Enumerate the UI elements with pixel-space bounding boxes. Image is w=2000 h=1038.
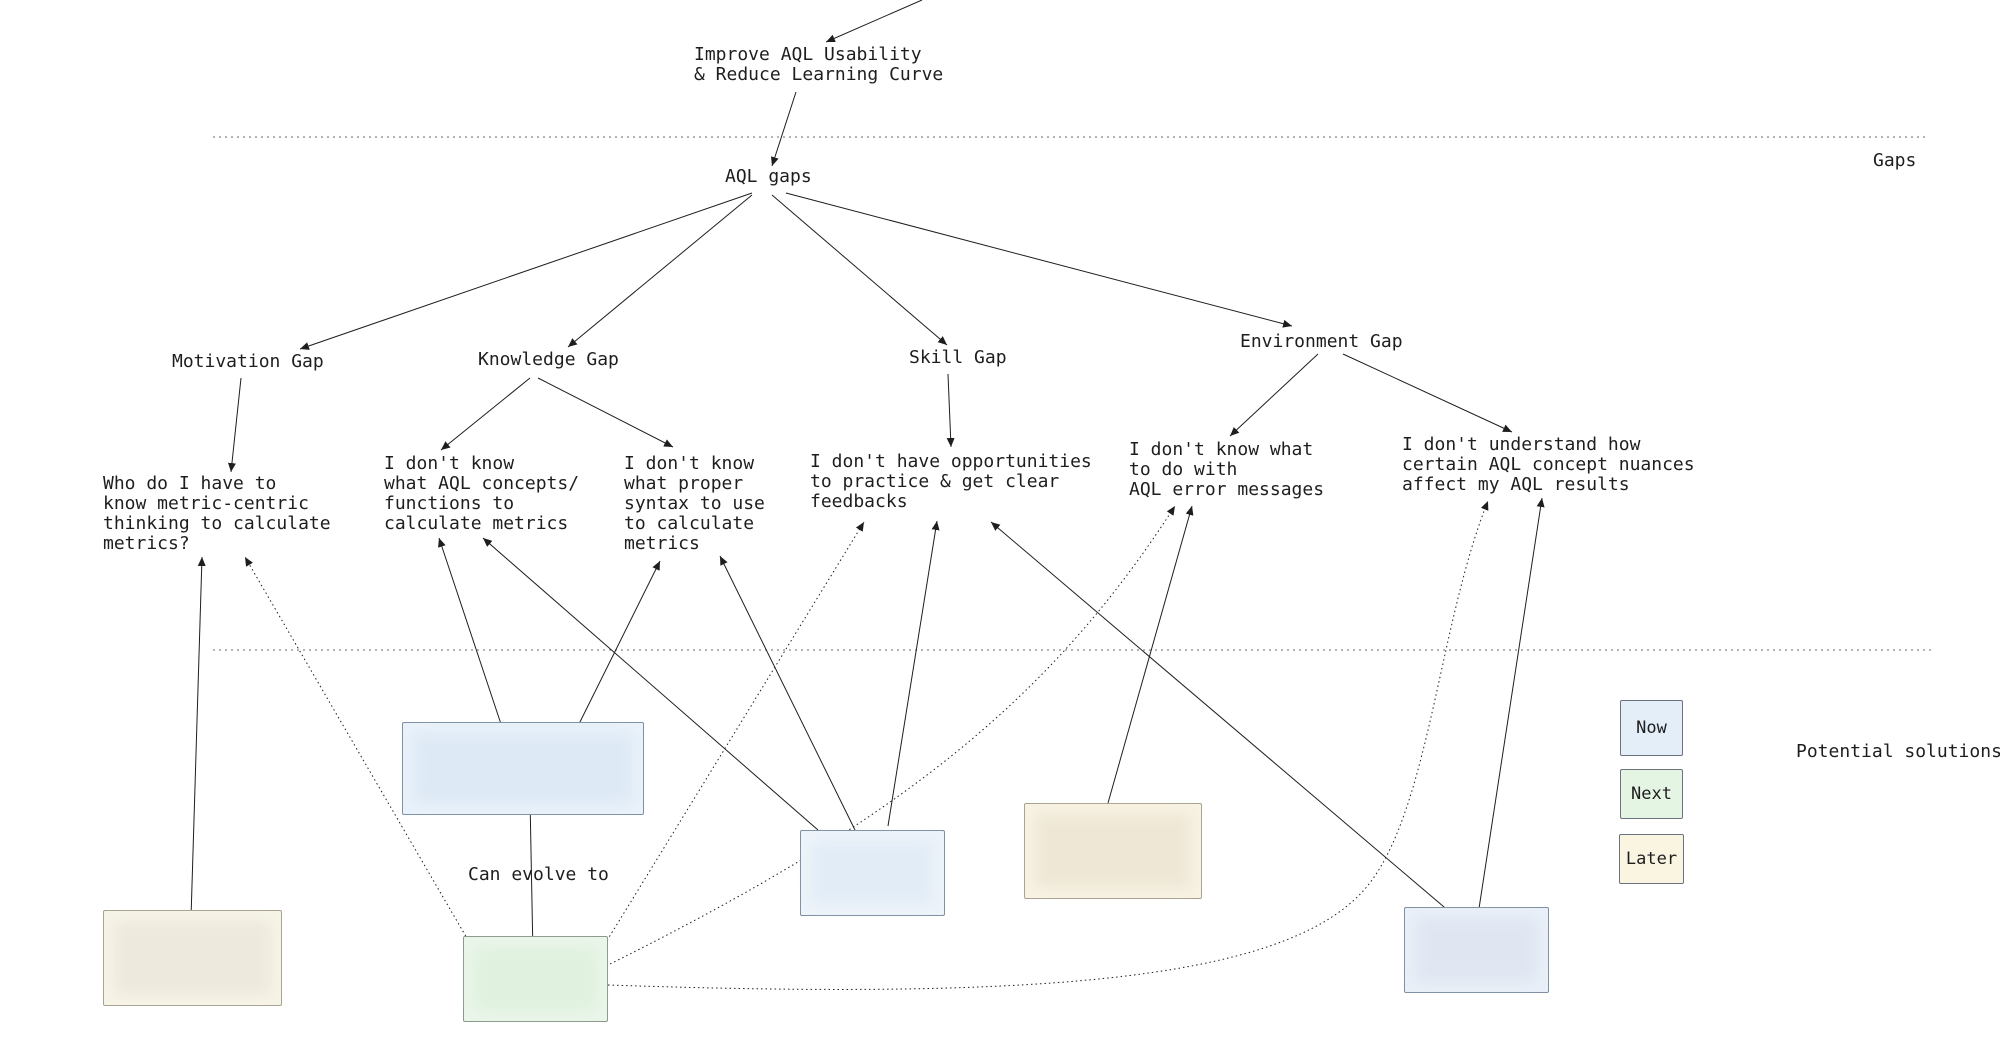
arrow-goal-to-root [770, 91, 797, 167]
arrow-motivation-to-metric-thinking [227, 377, 242, 473]
arrow-now2-to-practice [887, 520, 940, 827]
section-label-gaps: Gaps [1873, 150, 1917, 171]
root-node-label: AQL gaps [725, 166, 812, 187]
solution-card-now-3[interactable] [1404, 907, 1549, 993]
arrow-into-goal [825, 0, 923, 43]
arrow-root-to-motivation [299, 192, 753, 350]
problem-syntax: I don't know what proper syntax to use t… [624, 453, 765, 554]
problem-metric-thinking: Who do I have to know metric-centric thi… [103, 473, 331, 554]
legend-later: Later [1619, 834, 1684, 884]
problem-nuances: I don't understand how certain AQL conce… [1402, 434, 1695, 495]
arrow-now1-to-concepts [438, 537, 506, 737]
arrow-root-to-knowledge [567, 194, 753, 348]
solution-card-later-2[interactable] [1024, 803, 1202, 899]
arrow-knowledge-to-concepts [440, 377, 531, 451]
problem-errors: I don't know what to do with AQL error m… [1129, 439, 1325, 500]
arrow-environment-to-errors [1229, 353, 1319, 437]
legend-now: Now [1620, 700, 1683, 756]
gap-motivation: Motivation Gap [172, 351, 324, 372]
arrow-later2-to-errors [1107, 505, 1194, 804]
goal-label: Improve AQL Usability & Reduce Learning … [694, 44, 944, 85]
arrow-root-to-environment [785, 192, 1293, 328]
solution-card-now-1[interactable] [402, 722, 644, 815]
solution-card-now-2[interactable] [800, 830, 945, 916]
problem-practice: I don't have opportunities to practice &… [810, 451, 1092, 512]
arrow-environment-to-nuances [1342, 353, 1513, 433]
arrow-now2-to-concepts [482, 537, 819, 831]
arrow-now1-to-next [528, 797, 537, 957]
arrow-now1-to-syntax [572, 560, 661, 737]
arrow-now3-to-practice [990, 521, 1458, 919]
section-label-solutions: Potential solutions [1796, 741, 2000, 762]
gap-knowledge: Knowledge Gap [478, 349, 619, 370]
solution-card-next-1[interactable] [463, 936, 608, 1022]
arrow-later1-to-metric-thinking [190, 556, 206, 919]
legend-next: Next [1620, 769, 1683, 819]
gap-environment: Environment Gap [1240, 331, 1403, 352]
legend-later-label: Later [1625, 849, 1678, 869]
dotted-next-to-metric-thinking [244, 556, 469, 941]
problem-concepts: I don't know what AQL concepts/ function… [384, 453, 580, 534]
arrow-knowledge-to-syntax [537, 377, 674, 448]
arrow-now2-to-syntax [719, 555, 856, 831]
legend-now-label: Now [1636, 718, 1667, 738]
gap-skill: Skill Gap [909, 347, 1007, 368]
evolve-label: Can evolve to [468, 864, 609, 885]
solution-card-later-1[interactable] [103, 910, 282, 1006]
dotted-next-to-practice [599, 521, 865, 953]
arrow-root-to-skill [771, 194, 948, 346]
dotted-next-to-nuances [607, 500, 1489, 990]
arrow-skill-to-practice [946, 373, 955, 448]
legend-next-label: Next [1631, 784, 1672, 804]
arrow-now3-to-nuances [1477, 497, 1545, 916]
